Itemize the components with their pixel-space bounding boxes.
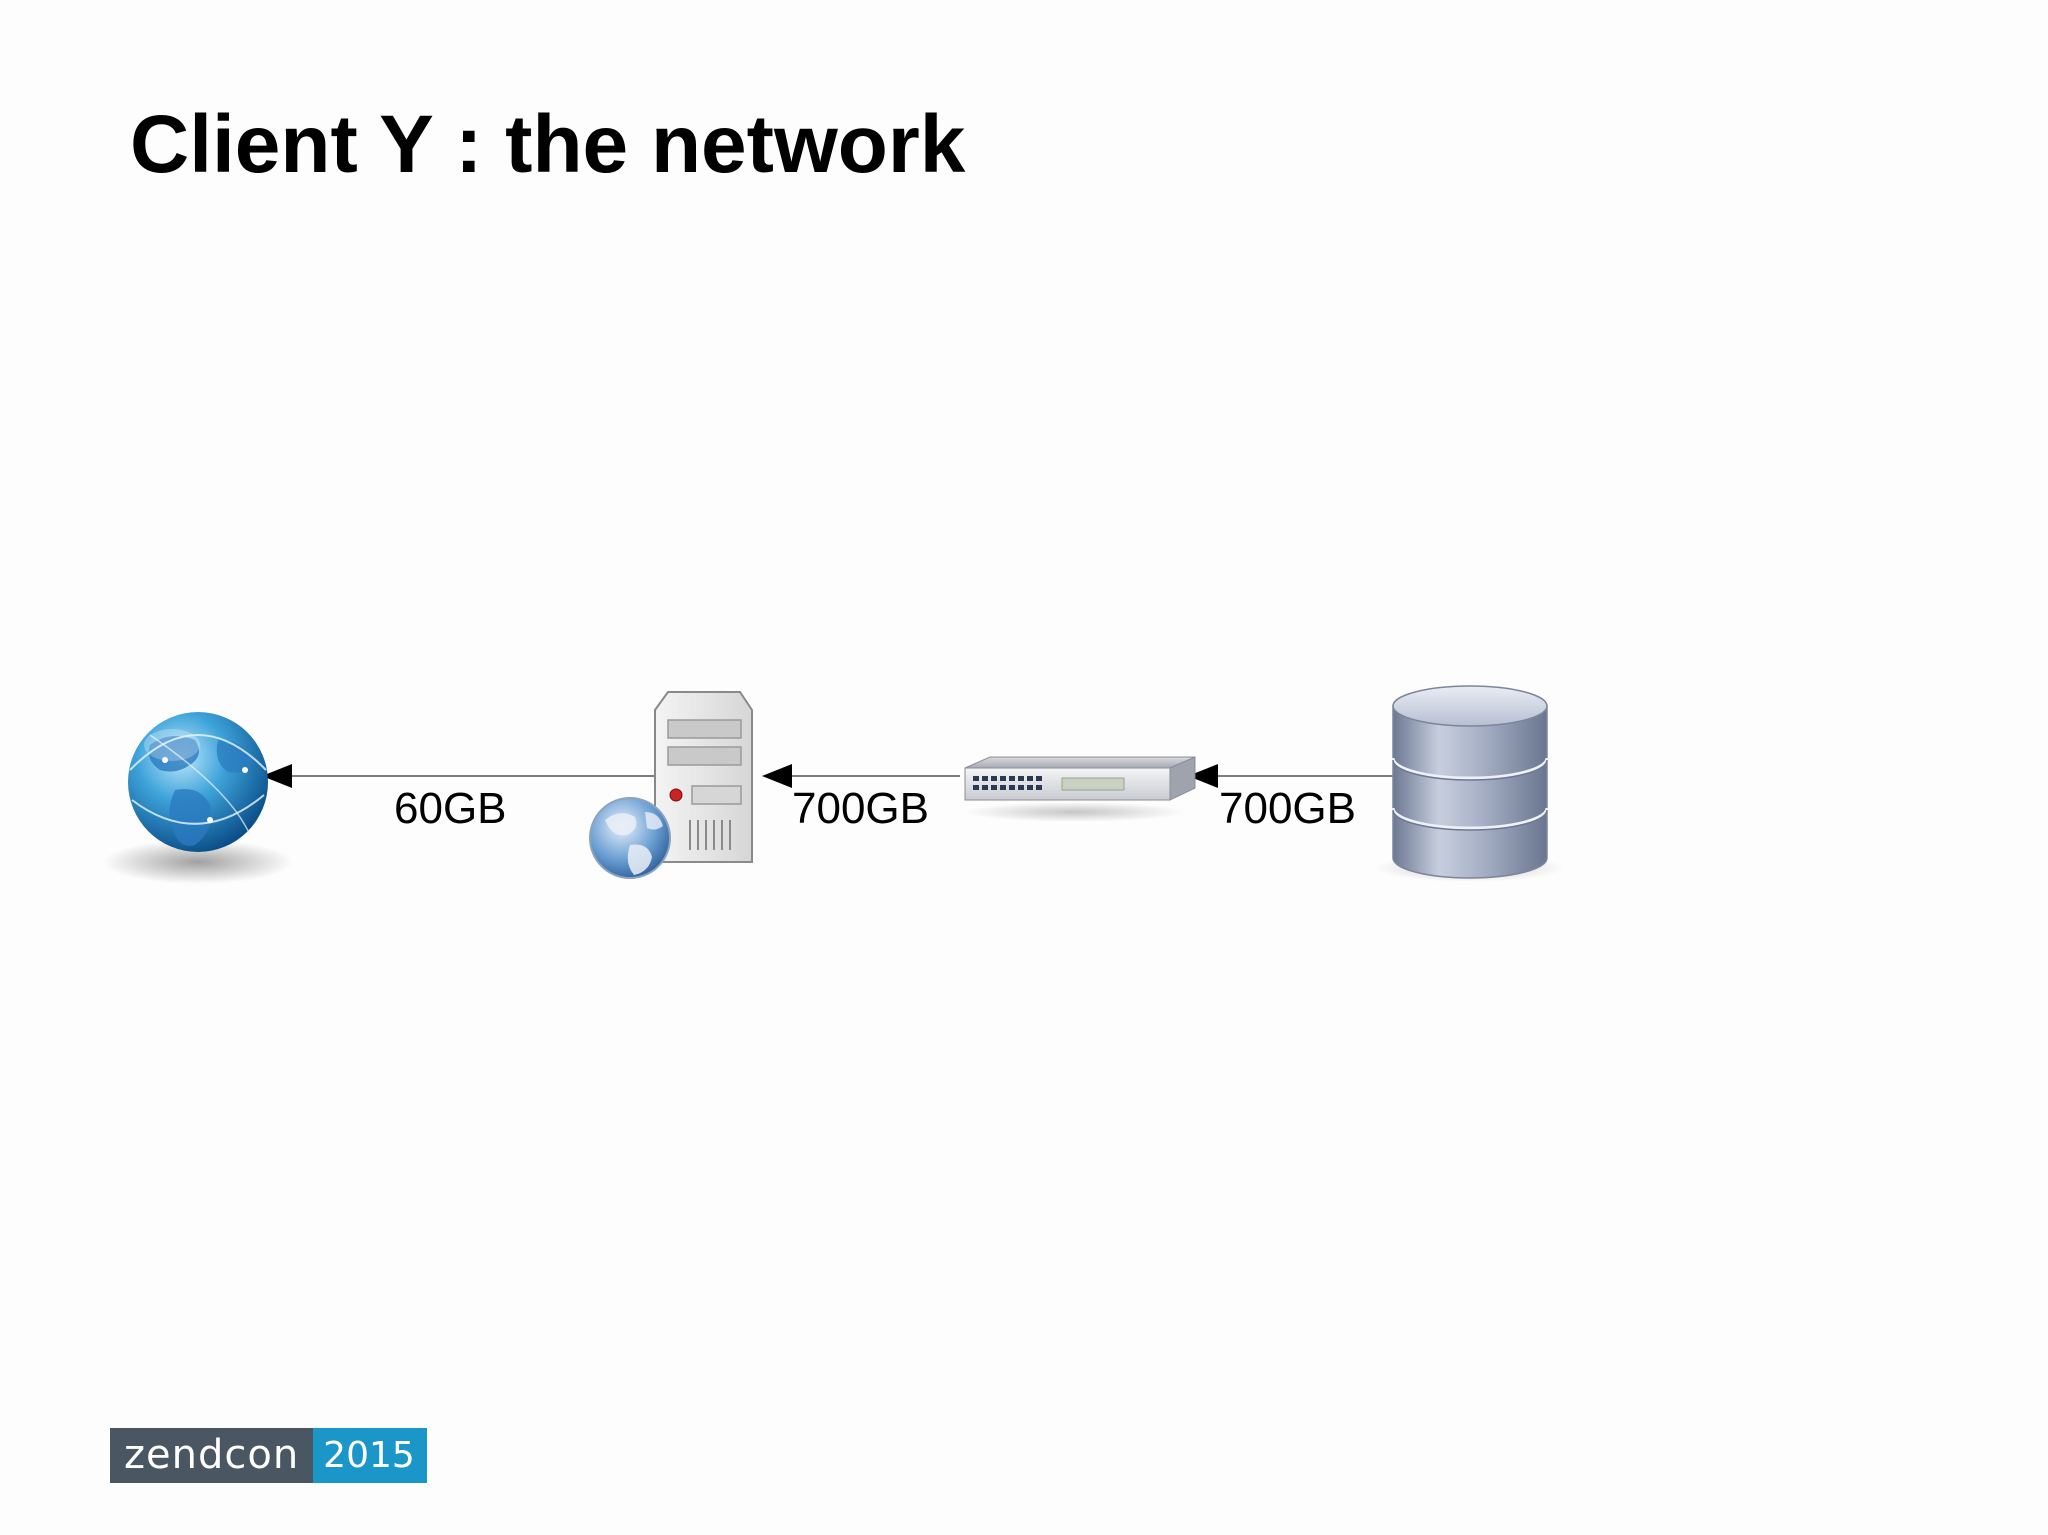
edge-switch-to-server: 700GB <box>762 764 960 833</box>
edge-label: 700GB <box>792 784 929 833</box>
edge-server-to-internet: 60GB <box>262 764 655 833</box>
database-icon <box>1375 685 1565 882</box>
arrowhead-icon <box>1188 764 1218 788</box>
arrowhead-icon <box>262 764 292 788</box>
edge-label: 60GB <box>394 784 507 833</box>
web-server-icon <box>589 691 753 879</box>
zendcon-logo: zendcon 2015 <box>110 1428 427 1483</box>
logo-name: zendcon <box>110 1428 314 1483</box>
edge-label: 700GB <box>1219 784 1356 833</box>
edge-database-to-switch: 700GB <box>1188 764 1395 833</box>
arrowhead-icon <box>762 764 792 788</box>
small-globe-icon <box>589 797 671 879</box>
logo-year: 2015 <box>313 1428 427 1483</box>
slide-title: Client Y : the network <box>130 99 966 190</box>
network-switch-icon <box>964 756 1196 822</box>
globe-icon <box>103 712 293 884</box>
